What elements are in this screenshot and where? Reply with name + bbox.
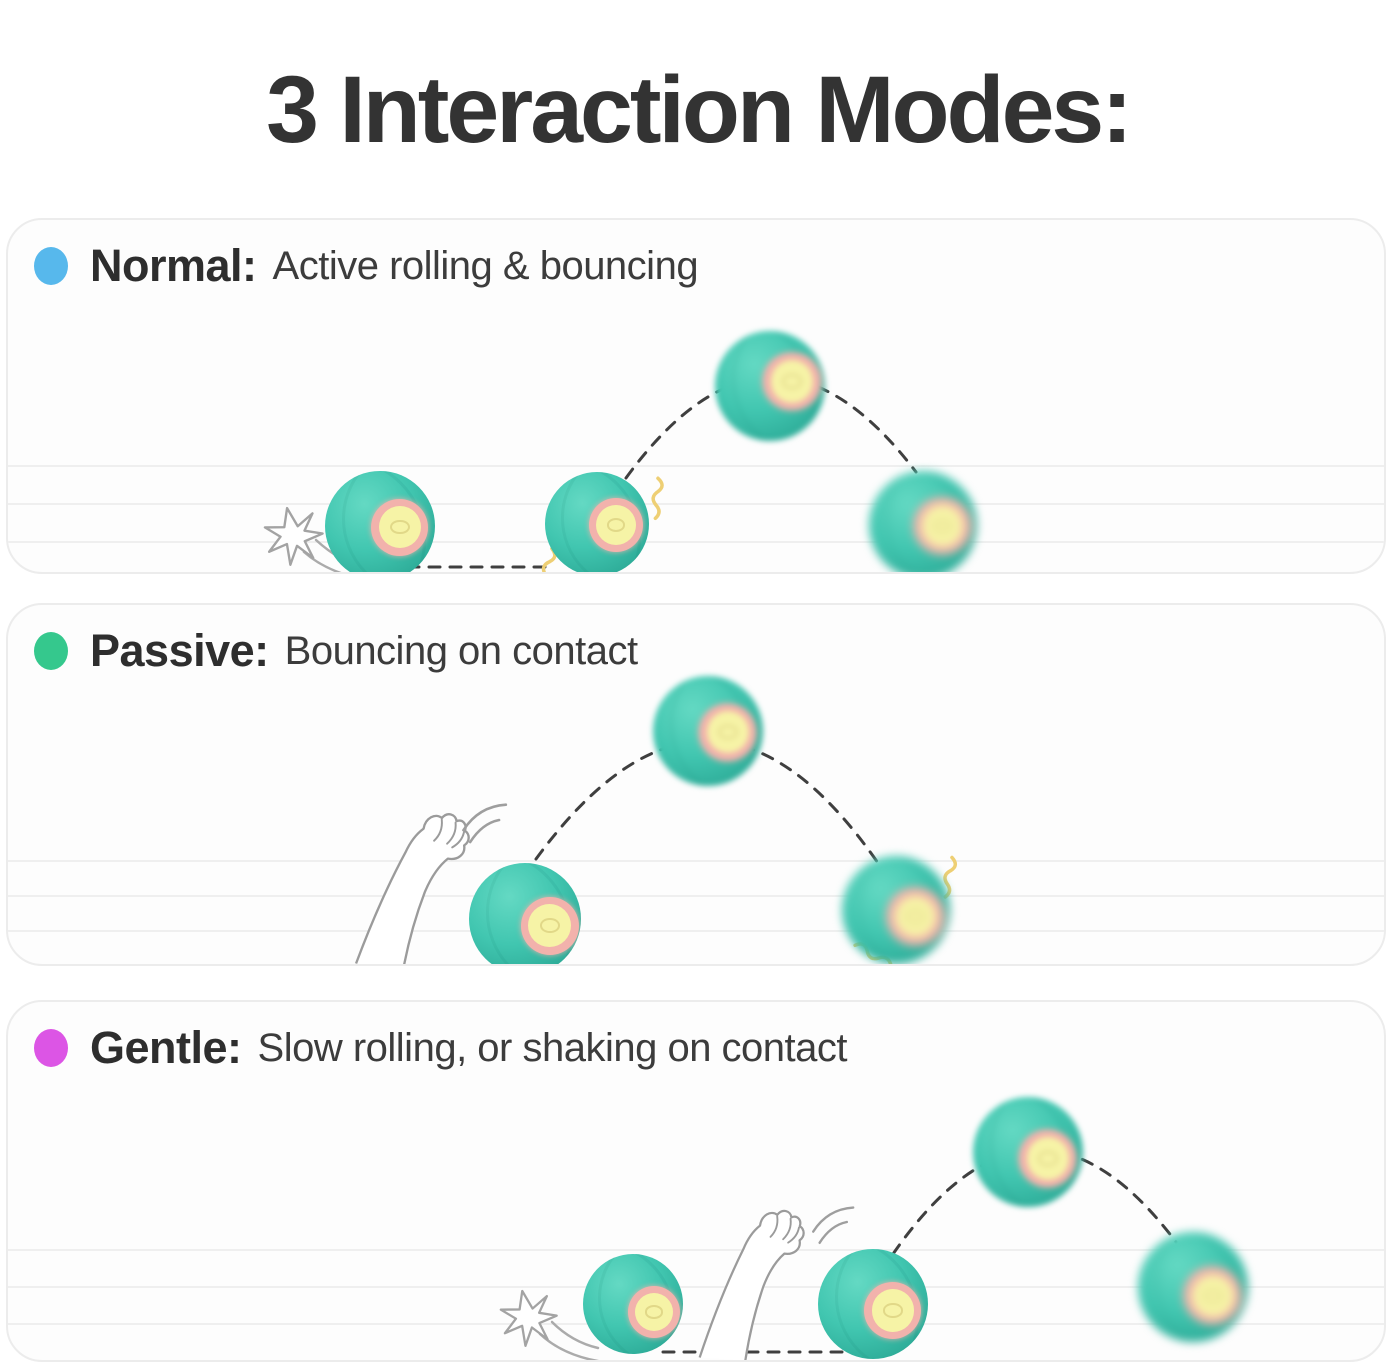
mode-panel-normal: Normal: Active rolling & bouncing: [6, 218, 1386, 574]
led-lens: [763, 353, 821, 411]
floor-line: [8, 860, 1384, 862]
normal-mode-dot: [34, 247, 68, 285]
mode-label: Gentle:: [90, 1022, 242, 1073]
gentle-mode-dot: [34, 1029, 68, 1067]
led-lens: [1184, 1267, 1242, 1325]
floor-line: [8, 930, 1384, 932]
pet-ball-rolling-start: [583, 1254, 683, 1354]
led-lens: [371, 498, 429, 556]
floor-line: [8, 895, 1384, 897]
floor-line: [8, 465, 1384, 467]
mode-label: Normal:: [90, 240, 257, 291]
pet-ball-rolling-start: [325, 471, 435, 572]
mode-panel-gentle: Gentle: Slow rolling, or shaking on cont…: [6, 1000, 1386, 1362]
bounce-trajectory-arc: [624, 376, 918, 480]
paw-icon: [354, 804, 473, 964]
pet-ball-touched: [469, 863, 581, 964]
floor-line: [8, 1323, 1384, 1325]
floor-line: [8, 503, 1384, 505]
kick-scratch-icon: [259, 500, 329, 570]
passive-mode-dot: [34, 632, 68, 670]
mode-description: Slow rolling, or shaking on contact: [257, 1025, 848, 1070]
pet-ball-before-bounce: [545, 472, 649, 572]
paw-icon: [698, 1204, 807, 1360]
pet-ball-landing: [869, 471, 977, 572]
led-lens: [699, 703, 757, 761]
mode-description: Bouncing on contact: [284, 628, 638, 673]
led-lens: [914, 498, 971, 555]
led-lens: [1019, 1130, 1077, 1188]
pet-ball-bounce-apex: [653, 676, 763, 786]
pet-ball-bounce-apex: [973, 1097, 1083, 1207]
pet-ball-landing: [1138, 1232, 1248, 1342]
pet-ball-landing: [842, 856, 950, 964]
led-lens: [887, 888, 944, 945]
floor-line: [8, 541, 1384, 543]
floor-line: [8, 1286, 1384, 1288]
led-lens: [628, 1286, 680, 1338]
motion-arcs-icon: [812, 1206, 855, 1245]
mode-description: Active rolling & bouncing: [272, 243, 699, 288]
bounce-trajectory-arc: [891, 1148, 1178, 1256]
led-lens: [520, 896, 579, 955]
kick-scratch-icon: [495, 1283, 563, 1351]
pet-ball-bounce-apex: [715, 331, 825, 441]
led-lens: [864, 1282, 922, 1340]
floor-line: [8, 1249, 1384, 1251]
mode-panel-passive: Passive: Bouncing on contact: [6, 603, 1386, 966]
led-lens: [588, 498, 643, 553]
page-title: 3 Interaction Modes:: [266, 56, 1133, 163]
mode-label: Passive:: [90, 625, 269, 676]
pet-ball-touched: [818, 1249, 928, 1359]
